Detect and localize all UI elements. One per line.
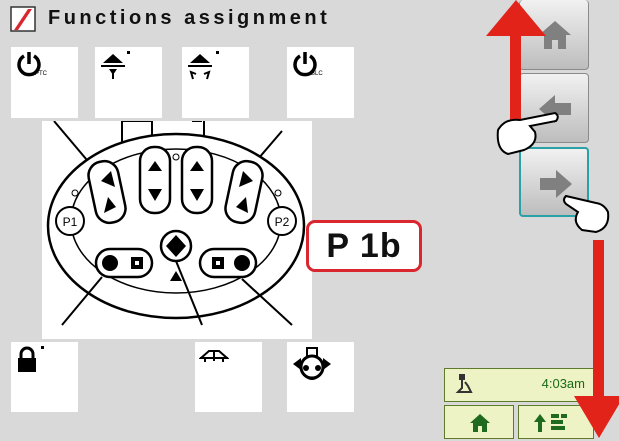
header-bar (0, 0, 508, 36)
function-slot-hitch-float[interactable] (182, 47, 249, 118)
function-slot-tractor-steer[interactable] (287, 342, 354, 412)
home-small-button[interactable] (444, 405, 514, 439)
function-slot-empty[interactable] (95, 342, 162, 412)
red-slash-logo-icon (10, 6, 36, 32)
lock-icon (18, 346, 44, 372)
power-blc-icon (293, 52, 317, 77)
house-icon (470, 414, 490, 432)
home-button[interactable] (519, 0, 589, 70)
function-slot-hitch-up-down[interactable] (95, 47, 162, 118)
function-slot-boom[interactable] (195, 342, 262, 412)
hitch-float-icon (188, 51, 219, 80)
function-slot-ptc[interactable]: PTC (11, 47, 78, 118)
status-time: 4:03am (541, 376, 585, 391)
status-panel: 4:03am (444, 368, 594, 402)
arrow-left-icon (539, 95, 571, 123)
boom-icon (199, 350, 229, 362)
up-arrow-bars-icon (534, 414, 567, 432)
joystick-hand-icon (455, 374, 473, 393)
hitch-up-down-icon (101, 51, 130, 79)
function-slot-lock[interactable] (11, 342, 78, 412)
next-button[interactable] (519, 147, 589, 217)
p2-label: P2 (275, 215, 290, 229)
arrow-right-icon (540, 170, 572, 198)
joystick-diagram: P1 P2 (42, 120, 312, 339)
menu-small-button[interactable] (518, 405, 594, 439)
back-button[interactable] (519, 73, 589, 143)
page-title: Functions assignment (48, 7, 331, 29)
house-icon (539, 21, 571, 49)
ptc-label: PTC (35, 71, 47, 77)
p1-label: P1 (63, 215, 78, 229)
profile-badge: P 1b (306, 220, 422, 272)
function-slot-blc[interactable]: BLC (287, 47, 354, 118)
power-ptc-icon (17, 52, 41, 77)
blc-label: BLC (311, 71, 323, 77)
tractor-steer-icon (293, 347, 331, 380)
